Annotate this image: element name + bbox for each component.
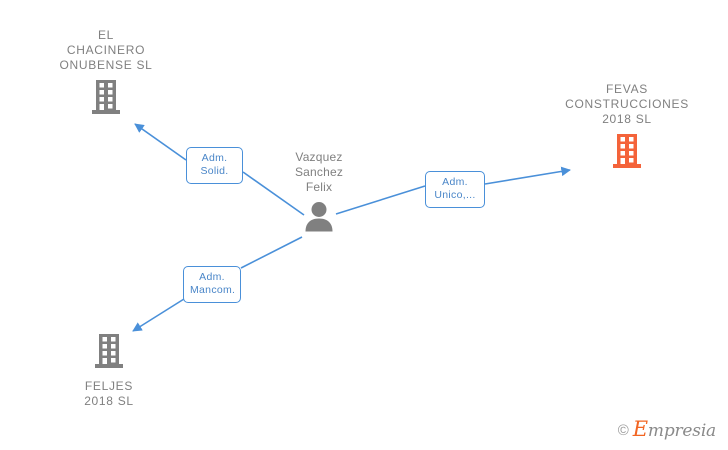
company-node-feljes-2018-sl[interactable]: FELJES 2018 SL (14, 332, 204, 409)
building-icon (92, 332, 126, 375)
edge-label-adm-solid[interactable]: Adm. Solid. (186, 147, 243, 184)
building-icon (610, 132, 644, 175)
person-node-label: Vazquez Sanchez Felix (294, 150, 344, 194)
edge-line-adm-solid-to-chacinero (134, 123, 187, 161)
edge-line-person-to-adm-mancom (240, 236, 303, 269)
brand-logo-text: Empresia (633, 419, 716, 441)
copyright-icon: © (617, 422, 629, 439)
edge-line-person-to-adm-solid (242, 171, 305, 216)
edge-line-adm-unico-to-fevas (484, 166, 571, 185)
company-node-label: FELJES 2018 SL (84, 379, 134, 408)
edge-label-adm-unico[interactable]: Adm. Unico,... (425, 171, 485, 208)
edge-line-adm-mancom-to-feljes (132, 298, 185, 332)
brand-logo-initial: E (632, 417, 648, 441)
company-node-el-chacinero-onubense-sl[interactable]: EL CHACINERO ONUBENSE SL (11, 28, 201, 121)
brand-logo-rest: mpresia (647, 421, 716, 441)
empresia-watermark: © Empresia (617, 419, 716, 441)
edge-line-person-to-adm-unico (335, 185, 426, 215)
person-node-vazquez-sanchez-felix[interactable]: Vazquez Sanchez Felix (224, 150, 414, 237)
company-node-label: FEVAS CONSTRUCCIONES 2018 SL (565, 82, 689, 126)
company-node-fevas-construcciones-2018-sl[interactable]: FEVAS CONSTRUCCIONES 2018 SL (532, 82, 722, 175)
company-node-label: EL CHACINERO ONUBENSE SL (59, 28, 153, 72)
person-icon (302, 200, 336, 237)
building-icon (89, 78, 123, 121)
edge-label-adm-mancom[interactable]: Adm. Mancom. (183, 266, 241, 303)
